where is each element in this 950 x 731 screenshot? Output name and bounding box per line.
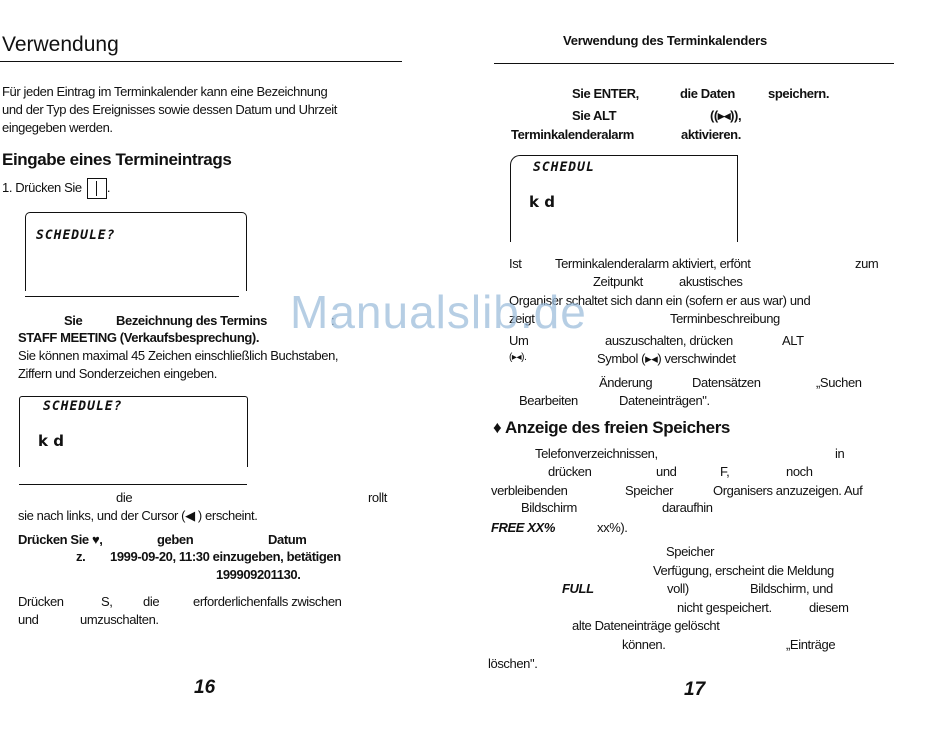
header-rule (494, 63, 894, 64)
alarm-on-line: Terminkalenderalarm aktiviert, erfönt (555, 256, 751, 271)
running-header: Verwendung des Terminkalenders (563, 33, 767, 48)
die-daten: die Daten (680, 86, 735, 101)
lcd-3-cursor: k d (529, 193, 555, 211)
akustisches-word: akustisches (679, 274, 743, 289)
press-heart: Drücken Sie ♥, (18, 532, 103, 547)
alarm-label: Terminkalenderalarm (511, 127, 634, 142)
um-word: Um (509, 333, 529, 348)
lcd-display-1 (25, 212, 247, 291)
f-key: F, (720, 464, 730, 479)
eintraege-word: „Einträge (786, 637, 836, 652)
suchen-word: „Suchen (816, 375, 862, 390)
memory-heading: ♦ Anzeige des freien Speichers (493, 418, 730, 437)
intro-line-2: und der Typ des Ereignisses sowie dessen… (2, 102, 337, 117)
telefon-word: Telefonverzeichnissen, (535, 446, 658, 461)
die-word: die (116, 490, 133, 505)
koennen-word: können. (622, 637, 666, 652)
datum-word: Datum (268, 532, 307, 547)
max-line-2: Ziffern und Sonderzeichen eingeben. (18, 366, 217, 381)
umzuschalten-word: umzuschalten. (80, 612, 159, 627)
lcd-2-cursor: k d (38, 432, 64, 450)
speicher2-word: Speicher (666, 544, 715, 559)
line-bezeichnung: Bezeichnung des Termins (116, 313, 267, 328)
daraufhin-word: daraufhin (662, 500, 713, 515)
step-1-text: 1. Drücken Sie (2, 179, 82, 195)
auszuschalten-line: auszuschalten, drücken (605, 333, 733, 348)
geben-word: geben (157, 532, 194, 547)
xx-word: xx%). (597, 520, 628, 535)
line-colon: : (331, 313, 335, 328)
free-readout: FREE XX% (491, 520, 555, 535)
page-heading: Verwendung (2, 33, 119, 56)
organiser-line: Organiser schaltet sich dann ein (sofern… (509, 293, 811, 308)
rollt-word: rollt (368, 490, 387, 505)
aenderung-word: Änderung (599, 375, 653, 390)
zum-word: zum (855, 256, 879, 271)
symbol-line: Symbol (▸◂) verschwindet (597, 351, 736, 366)
lcd-3-text: SCHEDUL (533, 160, 595, 175)
voll-word: voll) (667, 581, 689, 596)
alt-symbol: ((▸◂)), (710, 108, 742, 123)
section-heading: Eingabe eines Termineintrags (2, 150, 232, 169)
bearbeiten-word: Bearbeiten (519, 393, 578, 408)
ist-word: Ist (509, 256, 522, 271)
page-number-left: 16 (194, 677, 216, 698)
intro-line-3: eingegeben werden. (2, 120, 113, 135)
staff-meeting-line: STAFF MEETING (Verkaufsbesprechung). (18, 330, 260, 345)
die2-word: die (143, 594, 160, 609)
diesem-word: diesem (809, 600, 849, 615)
speicher-word: Speicher (625, 483, 674, 498)
intro-line-1: Für jeden Eintrag im Terminkalender kann… (2, 84, 328, 99)
dateneintraege-word: Dateneinträgen". (619, 393, 710, 408)
digits-example: 199909201130. (216, 567, 301, 582)
lcd-display-2 (19, 396, 248, 467)
key-icon (86, 178, 107, 199)
organisers-line: Organisers anzuzeigen. Auf (713, 483, 863, 498)
erforderlich-word: erforderlichenfalls zwischen (193, 594, 342, 609)
druecken2-word: drücken (548, 464, 592, 479)
loeschen-word: löschen". (488, 656, 538, 671)
bildschirm2-word: Bildschirm, und (750, 581, 833, 596)
verfuegung-line: Verfügung, erscheint die Meldung (653, 563, 834, 578)
in-word: in (835, 446, 845, 461)
lcd-2-text: SCHEDULE? (43, 399, 123, 414)
page-number-right: 17 (684, 679, 706, 700)
verbleibenden-word: verbleibenden (491, 483, 568, 498)
date-example: 1999-09-20, 11:30 einzugeben, betätigen (110, 549, 341, 564)
full-readout: FULL (562, 581, 594, 596)
und2-word: und (656, 464, 677, 479)
datensaetze-word: Datensätzen (692, 375, 761, 390)
bildschirm-word: Bildschirm (521, 500, 577, 515)
druecken-word: Drücken (18, 594, 64, 609)
lcd-1-base (25, 296, 239, 297)
heading-rule (0, 61, 402, 62)
terminbeschreibung-word: Terminbeschreibung (670, 311, 780, 326)
sie-alt: Sie ALT (572, 108, 617, 123)
alt2-word: ALT (782, 333, 804, 348)
lcd-1-text: SCHEDULE? (36, 228, 116, 243)
line-sie: Sie (64, 313, 83, 328)
speichern: speichern. (768, 86, 830, 101)
lcd-2-base (19, 484, 247, 485)
zeitpunkt-word: Zeitpunkt (593, 274, 643, 289)
aktivieren: aktivieren. (681, 127, 741, 142)
sie-enter: Sie ENTER, (572, 86, 639, 101)
lcd-display-3 (510, 155, 738, 242)
watermark: Manualslib.de (290, 286, 587, 338)
und-word: und (18, 612, 39, 627)
cursor-line: sie nach links, und der Cursor (◀ ) ersc… (18, 508, 258, 523)
zeigt-word: zeigt (509, 311, 535, 326)
nicht-word: nicht gespeichert. (677, 600, 772, 615)
step-1: 1. Drücken Sie . (2, 178, 111, 199)
max-line-1: Sie können maximal 45 Zeichen einschließ… (18, 348, 339, 363)
z-word: z. (76, 549, 86, 564)
s-key: S, (101, 594, 113, 609)
noch-word: noch (786, 464, 813, 479)
sym-open: (▸◂). (509, 352, 527, 363)
alte-line: alte Dateneinträge gelöscht (572, 618, 720, 633)
